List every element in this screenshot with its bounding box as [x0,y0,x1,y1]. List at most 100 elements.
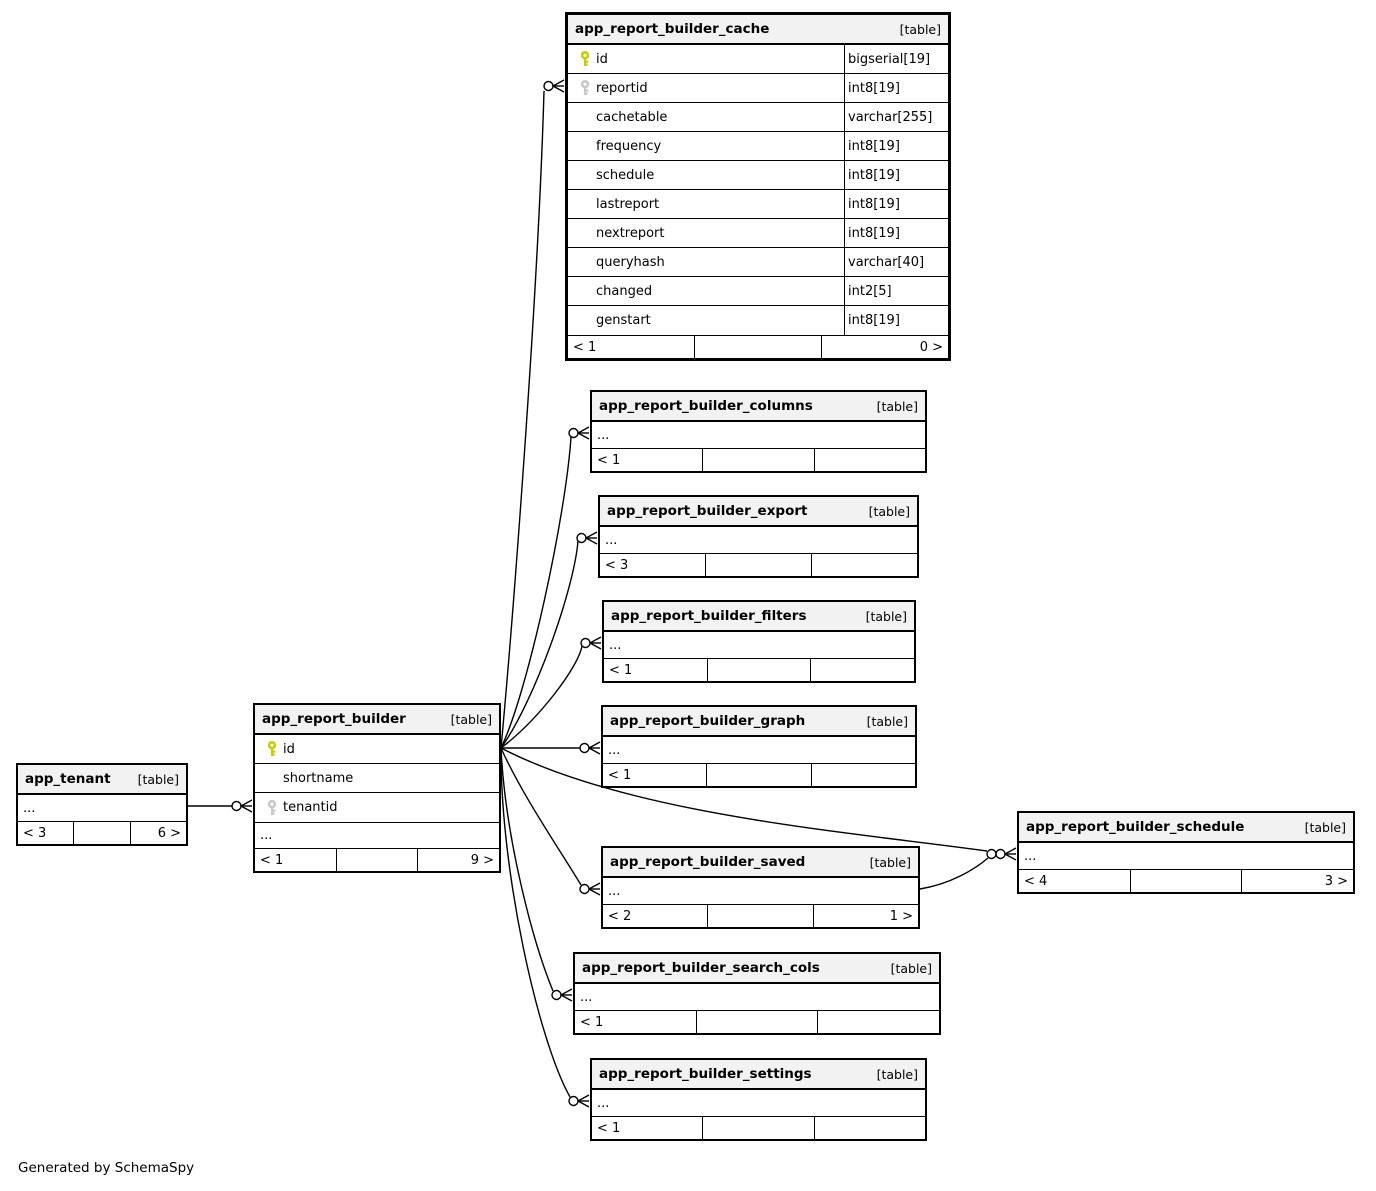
primary-key-icon [574,51,596,67]
table-app_report_builder_search_cols[interactable]: app_report_builder_search_cols[table]...… [573,952,941,1035]
primary-key-icon [261,741,283,757]
collapsed-columns-row: ... [1024,848,1037,864]
footer-mid-count [706,764,812,786]
table-footer: < 1 [603,763,915,786]
footer-left-count: < 3 [23,825,47,841]
table-app_report_builder_export[interactable]: app_report_builder_export[table]...< 3 [598,495,919,578]
relationship-edge [500,747,582,886]
table-badge: [table] [866,713,908,729]
collapsed-columns-row: ... [23,800,36,816]
foreign-key-icon [574,80,596,96]
table-badge: [table] [869,854,911,870]
table-header: app_report_builder_export [table] [600,497,917,527]
table-footer: < 4 3 > [1019,869,1353,892]
column-type: int8[19] [844,219,948,247]
table-badge: [table] [137,771,179,787]
edge-terminal [568,1094,590,1108]
table-app_report_builder_graph[interactable]: app_report_builder_graph[table]...< 1 [601,705,917,788]
table-app_report_builder_settings[interactable]: app_report_builder_settings[table]...< 1 [590,1058,927,1141]
table-footer: < 1 [604,658,914,681]
column-row: tenantid [255,793,499,822]
table-footer: < 1 [575,1010,939,1033]
column-name: changed [596,283,653,299]
column-type: int2[5] [844,277,948,305]
table-name: app_report_builder_export [607,503,808,519]
column-name: lastreport [596,196,660,212]
table-name: app_report_builder_graph [610,713,806,729]
column-name: frequency [596,138,662,154]
table-app_report_builder_filters[interactable]: app_report_builder_filters[table]...< 1 [602,600,916,683]
table-header: app_report_builder [table] [255,705,499,735]
column-name: tenantid [283,800,338,815]
relationship-edge [500,645,583,749]
table-name: app_report_builder_schedule [1026,819,1245,835]
footer-right-count: 3 > [1324,873,1349,889]
column-name-cell: tenantid [255,793,499,822]
footer-left-count: < 1 [580,1014,604,1030]
table-name: app_report_builder_search_cols [582,960,820,976]
table-name: app_report_builder_settings [599,1066,812,1082]
collapsed-columns-row: ... [609,637,622,653]
generator-note: Generated by SchemaSpy [18,1160,195,1176]
column-name-cell: genstart [568,306,844,335]
table-name: app_report_builder_filters [611,608,807,624]
edge-terminal [986,847,1017,861]
collapsed-columns-row: ... [605,532,618,548]
table-badge: [table] [868,503,910,519]
collapsed-columns-row: ... [597,1095,610,1111]
table-footer: < 1 [592,1116,925,1139]
table-header: app_report_builder_graph [table] [603,707,915,737]
column-name-cell: lastreport [568,190,844,218]
table-badge: [table] [1304,819,1346,835]
relationship-edge [500,90,545,749]
table-name: app_report_builder [262,711,406,727]
column-name: queryhash [596,254,665,270]
column-type: varchar[255] [844,103,948,131]
table-badge: [table] [450,711,492,727]
relationship-edge [500,436,572,749]
table-app_tenant[interactable]: app_tenant[table]... < 3 6 > [16,763,188,846]
foreign-key-icon [261,799,283,816]
table-name: app_report_builder_cache [575,21,770,37]
edge-terminal [576,531,598,545]
footer-left-count: < 1 [608,767,632,783]
table-header: app_report_builder_columns[table] [592,392,925,422]
footer-mid-count [73,822,131,844]
footer-mid-count [705,554,812,576]
column-name: schedule [596,167,655,183]
column-row: schedule int8[19] [568,161,948,190]
column-type: int8[19] [844,161,948,189]
table-footer: < 1 [592,448,925,471]
collapsed-columns-row: ... [580,989,593,1005]
column-name: genstart [596,313,651,328]
footer-left-count: < 4 [1024,873,1048,889]
footer-mid-count [702,1117,815,1139]
table-header: app_report_builder_schedule [table] [1019,813,1353,843]
footer-right-count: 6 > [157,825,181,841]
column-name-cell: cachetable [568,103,844,131]
footer-left-count: < 1 [597,1120,621,1136]
table-header: app_tenant[table] [18,765,186,795]
column-type: int8[19] [844,132,948,160]
table-app_report_builder_schedule[interactable]: app_report_builder_schedule [table]... < 4… [1017,811,1355,894]
footer-mid-count [702,449,815,471]
column-row: id [255,735,499,764]
edge-terminal [579,882,601,896]
relationship-edge [500,540,579,749]
footer-left-count: < 1 [260,852,284,868]
column-name: nextreport [596,225,665,241]
footer-right-count: 1 > [889,908,913,924]
column-name-cell: frequency [568,132,844,160]
footer-left-count: < 1 [609,662,633,678]
column-name-cell: changed [568,277,844,305]
table-app_report_builder_columns[interactable]: app_report_builder_columns[table]...< 1 [590,390,927,473]
collapsed-columns-row: ... [255,822,499,848]
